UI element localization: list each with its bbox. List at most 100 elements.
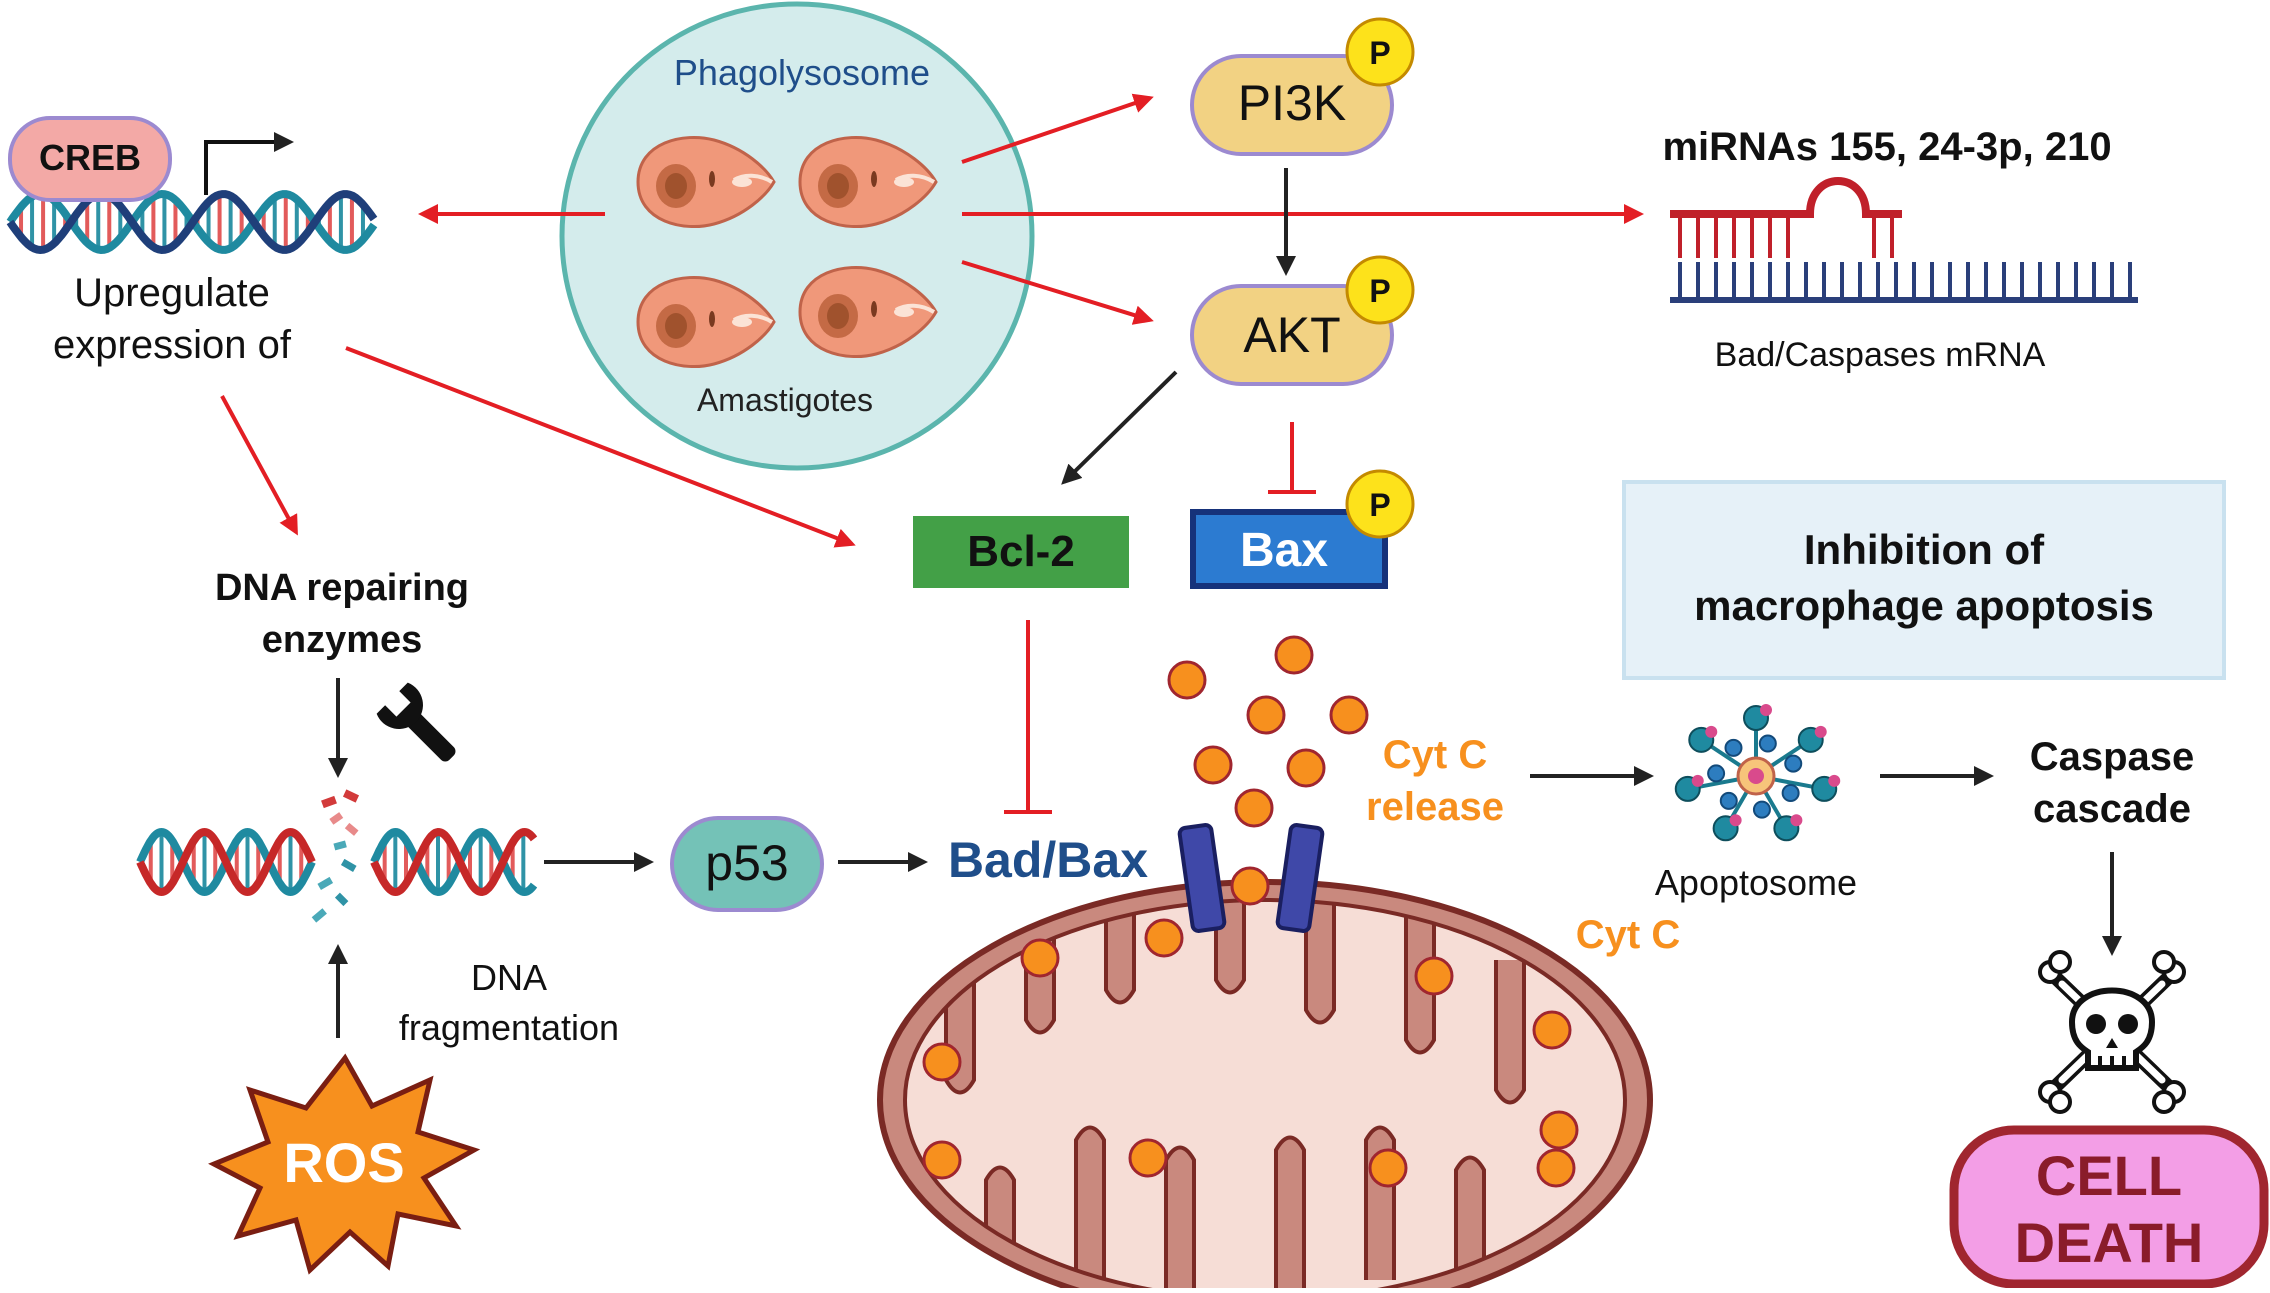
dna-strand [370, 827, 538, 897]
arrow-phago-to-akt [961, 260, 1154, 325]
cyt-c-dot [922, 1042, 962, 1082]
creb-pill [8, 116, 172, 202]
akt-node: AKT P [1190, 255, 1415, 386]
transcription-start-arrow [204, 132, 294, 195]
pi3k-phospho-label: P [1369, 35, 1390, 71]
cyt-c-dot [1286, 748, 1326, 788]
dna-helix-top [6, 189, 378, 255]
amastigotes-label: Amastigotes [697, 382, 873, 418]
cyt-c-dot [1246, 695, 1286, 735]
bcl2-node: Bcl-2 [913, 516, 1129, 588]
cyt-c-dot [1020, 938, 1060, 978]
cyt-c-dot [1230, 866, 1270, 906]
upregulate-line2: expression of [53, 323, 292, 367]
dna-strand [6, 189, 378, 255]
wrench-icon [376, 682, 456, 762]
dna-strand [136, 827, 316, 897]
dna-fragmentation-line1: DNA [471, 957, 547, 998]
cyt-c-dot [1144, 918, 1184, 958]
upregulate-line1: Upregulate [74, 271, 270, 315]
pi3k-phospho [1345, 17, 1415, 87]
cell-death-line1: CELL [2036, 1144, 2182, 1207]
amastigote [798, 135, 938, 229]
inhibition-panel [1622, 480, 2226, 680]
bax-channel-left [1177, 823, 1227, 933]
bax-channel-right [1275, 823, 1325, 933]
cyt-c-dot [1128, 1138, 1168, 1178]
p53-pill [670, 816, 824, 912]
amastigote [798, 265, 938, 359]
cyt-c-dot [1532, 1010, 1572, 1050]
dna-repair-line2: enzymes [262, 619, 423, 661]
creb-dna-group: CREB Upregulate expression of [6, 116, 378, 367]
caspase-line2: cascade [2033, 787, 2191, 831]
cyt-c-dot [1234, 788, 1274, 828]
cytc-release-line1: Cyt C [1383, 733, 1487, 777]
cyt-c-dot [1368, 1148, 1408, 1188]
phagolysosome: Phagolysosome [559, 1, 1035, 471]
inhibition-box: Inhibition of macrophage apoptosis [1622, 480, 2226, 680]
pi3k-node: PI3K P [1190, 17, 1415, 156]
bcl2-box [913, 516, 1129, 588]
cyt-c-dots [922, 635, 1579, 1188]
arrow-upregulate-to-dna-repair [220, 395, 298, 536]
bax-phospho-label: P [1369, 487, 1390, 523]
inhibition-line1: Inhibition of [1804, 526, 2045, 573]
caspase-line1: Caspase [2030, 735, 2195, 779]
akt-phospho-label: P [1369, 273, 1390, 309]
apoptosome-icon [1674, 704, 1841, 842]
bad-bax-label: Bad/Bax [948, 832, 1148, 888]
bax-label: Bax [1240, 524, 1328, 577]
dna-fragments [311, 789, 360, 923]
ros-label: ROS [283, 1131, 404, 1194]
ros-burst: ROS [208, 1053, 481, 1275]
cell-death-pill [1949, 1125, 2269, 1289]
phagolysosome-label: Phagolysosome [674, 52, 930, 93]
p53-label: p53 [705, 835, 788, 891]
akt-pill [1190, 284, 1394, 386]
bax-phospho [1345, 469, 1415, 539]
cyt-c-dot [1193, 745, 1233, 785]
cyt-c-dot [1414, 956, 1454, 996]
cyt-c-dot [1536, 1148, 1576, 1188]
cyt-c-dot [1274, 635, 1314, 675]
bcl2-label: Bcl-2 [967, 527, 1075, 576]
bax-node: Bax P [1190, 469, 1415, 589]
cytc-release-line2: release [1366, 785, 1504, 829]
ros-starburst [208, 1053, 481, 1275]
arrow-upregulate-to-bcl2 [345, 346, 856, 548]
amastigote [636, 135, 776, 229]
cyt-c-dot [1329, 695, 1369, 735]
mirna-label: miRNAs 155, 24-3p, 210 [1662, 125, 2111, 169]
dna-fragmentation-line2: fragmentation [399, 1007, 619, 1048]
akt-phospho [1345, 255, 1415, 325]
cytc-label: Cyt C [1576, 913, 1680, 957]
p53-node: p53 [670, 816, 824, 912]
pi3k-label: PI3K [1238, 75, 1346, 131]
mitochondrion [877, 635, 1653, 1293]
mirna-target-label: Bad/Caspases mRNA [1715, 336, 2046, 374]
apoptosome-label: Apoptosome [1655, 862, 1857, 903]
dna-strand [370, 827, 538, 897]
cell-death-badge: CELL DEATH [1949, 1125, 2269, 1289]
dna-helix-right [370, 827, 538, 897]
cyt-c-dot [1167, 660, 1207, 700]
cell-death-line2: DEATH [2015, 1211, 2204, 1274]
cyt-c-dot [922, 1140, 962, 1180]
pi3k-pill [1190, 54, 1394, 156]
black-arrows [328, 168, 2122, 1038]
creb-label: CREB [39, 137, 141, 178]
akt-label: AKT [1243, 307, 1340, 363]
arrow-akt-to-bcl2 [1061, 370, 1178, 485]
inhibition-line2: macrophage apoptosis [1694, 582, 2154, 629]
mirna-duplex [1670, 177, 2138, 303]
dna-repair-group: DNA repairing enzymes DNA fragmentation [136, 567, 619, 1048]
amastigote [636, 275, 776, 369]
cyt-c-dot [1539, 1110, 1579, 1150]
dna-helix-left [136, 827, 316, 897]
skull-crossbones-icon [2038, 950, 2186, 1114]
arrow-phago-to-pi3k [961, 93, 1154, 164]
mirna-group: miRNAs 155, 24-3p, 210 Bad/Caspases mRNA [1662, 125, 2138, 374]
